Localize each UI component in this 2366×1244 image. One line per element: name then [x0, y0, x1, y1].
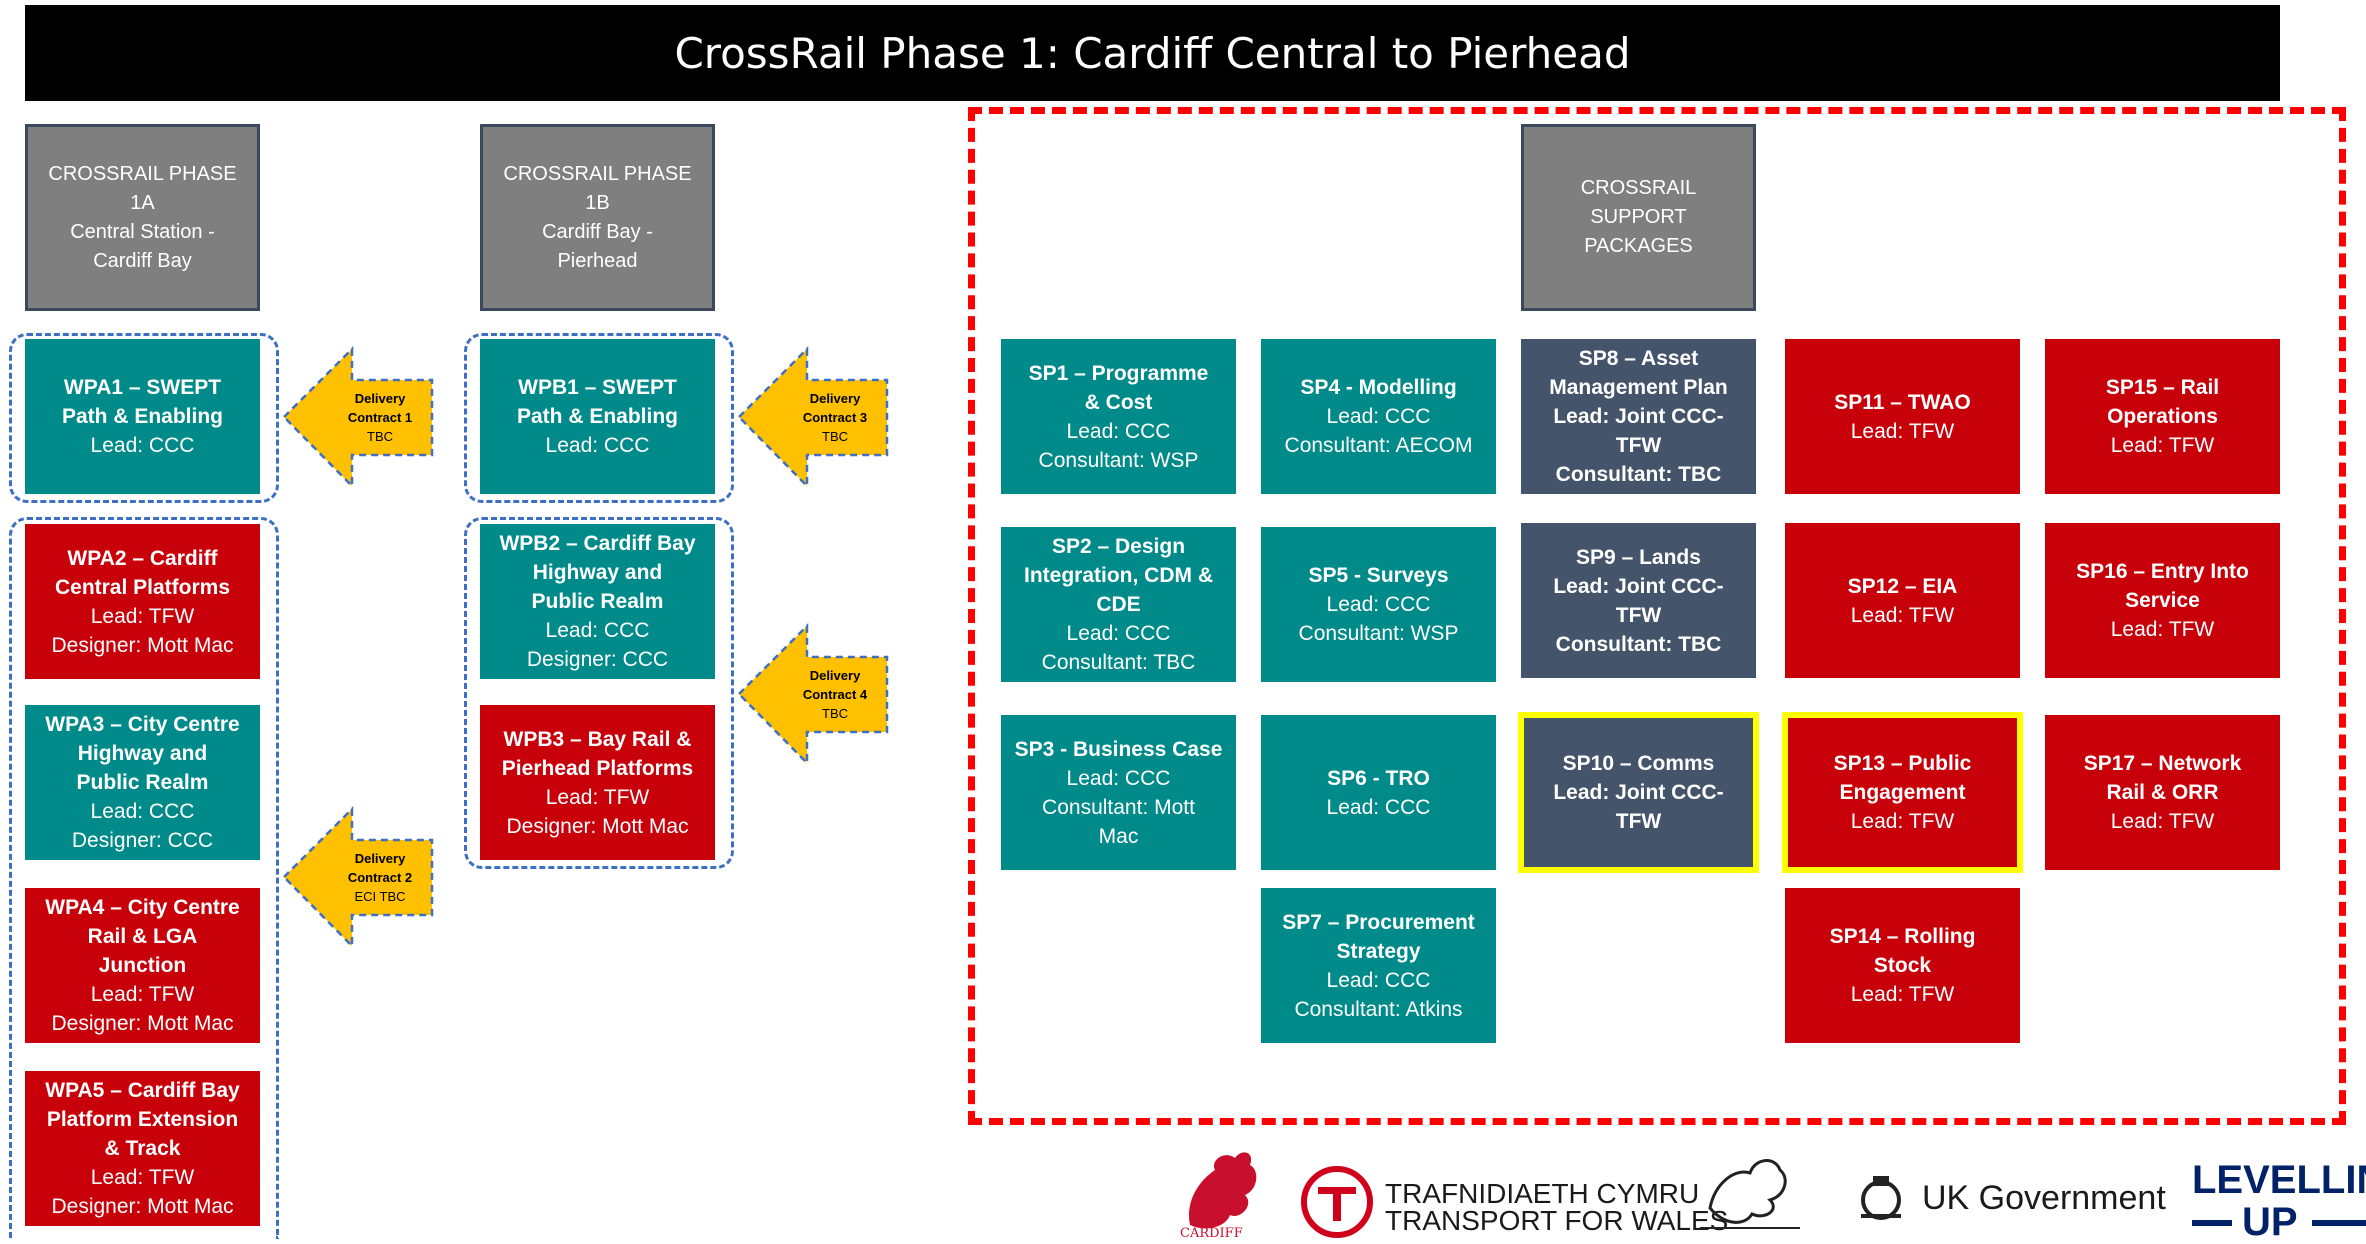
group-wpa1 — [9, 333, 279, 503]
phase-1b-text: CROSSRAIL PHASE 1B Cardiff Bay - Pierhea… — [503, 162, 692, 272]
levelling-bar-right-icon — [2312, 1220, 2366, 1226]
welsh-government-logo — [1690, 1148, 1810, 1239]
royal-arms-logo — [1855, 1172, 1907, 1224]
left-arrow-icon — [737, 622, 889, 767]
phase-1b-header: CROSSRAIL PHASE 1B Cardiff Bay - Pierhea… — [480, 124, 715, 311]
uk-government-wordmark: UK Government — [1922, 1179, 2166, 1217]
cardiff-council-logo: CARDIFF — [1170, 1140, 1270, 1241]
royal-crest-icon — [1861, 1176, 1901, 1220]
group-wpa2-5 — [9, 517, 279, 1239]
levelling-bar-left-icon — [2192, 1220, 2232, 1226]
wpb3-package: WPB3 – Bay Rail &Pierhead Platforms Lead… — [480, 705, 715, 860]
sp12-package: SP12 – EIA Lead: TFW — [1785, 523, 2020, 678]
page-title: CrossRail Phase 1: Cardiff Central to Pi… — [25, 5, 2280, 101]
tfw-t-icon — [1301, 1166, 1373, 1238]
sp6-package: SP6 - TRO Lead: CCC — [1261, 715, 1496, 870]
tfw-roundel-logo — [1300, 1165, 1375, 1239]
sp11-package: SP11 – TWAO Lead: TFW — [1785, 339, 2020, 494]
dragon-icon — [1189, 1152, 1257, 1229]
support-packages-header: CROSSRAIL SUPPORT PACKAGES — [1521, 124, 1756, 311]
left-arrow-icon — [737, 345, 889, 490]
phase-1a-header: CROSSRAIL PHASE 1A Central Station - Car… — [25, 124, 260, 311]
group-wpb1 — [464, 333, 734, 503]
welsh-dragon-crest-icon — [1700, 1159, 1800, 1229]
phase-1a-text: CROSSRAIL PHASE 1A Central Station - Car… — [48, 162, 237, 272]
support-packages-frame — [968, 107, 2346, 1125]
support-packages-text: CROSSRAIL SUPPORT PACKAGES — [1580, 177, 1697, 257]
group-wpb2-3 — [464, 517, 734, 869]
levelling-up-line2: UP — [2192, 1202, 2366, 1242]
left-arrow-icon — [282, 345, 434, 490]
tfw-welsh-name: TRAFNIDIAETH CYMRU — [1385, 1178, 1700, 1209]
tfw-english-name: TRANSPORT FOR WALES — [1385, 1205, 1729, 1236]
levelling-up-line1: LEVELLIN — [2192, 1158, 2366, 1202]
left-arrow-icon — [282, 805, 434, 950]
